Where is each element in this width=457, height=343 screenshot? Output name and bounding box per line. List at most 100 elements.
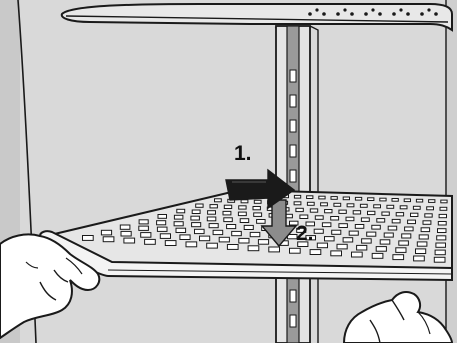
shelf-hole xyxy=(439,214,446,217)
shelf-hole xyxy=(434,257,445,262)
shelf-hole xyxy=(343,197,349,200)
shelf-hole xyxy=(436,243,446,247)
shelf-hole xyxy=(207,217,216,221)
shelf-hole xyxy=(331,217,339,221)
shelf-hole xyxy=(404,199,410,202)
shelf-hole xyxy=(368,211,375,214)
shelf-hole xyxy=(367,232,376,236)
shelf-hole xyxy=(223,211,231,215)
shelf-hole xyxy=(361,218,369,222)
shelf-hole xyxy=(257,220,266,224)
shelf-hole xyxy=(310,209,317,212)
shelf-hole xyxy=(322,223,331,227)
shelf-hole xyxy=(238,212,246,216)
shelf-hole xyxy=(411,213,418,216)
shelf-hole xyxy=(399,241,409,245)
shelf-hole xyxy=(339,224,348,228)
step-2-label: 2. xyxy=(296,222,314,245)
shelf-hole xyxy=(374,205,381,208)
shelf-hole xyxy=(372,253,383,258)
shelf-hole xyxy=(400,206,407,209)
shelf-hole xyxy=(380,198,386,201)
shelf-hole xyxy=(368,198,374,201)
shelf-hole xyxy=(157,227,167,231)
shelf-hole xyxy=(239,238,249,243)
shelf-hole xyxy=(331,251,342,256)
shelf-hole xyxy=(360,204,367,207)
shelf-hole xyxy=(254,213,262,217)
shelf-hole xyxy=(339,210,346,213)
shelf-hole xyxy=(416,249,426,254)
shelf-hole xyxy=(307,202,314,205)
shelf-hole xyxy=(440,207,447,210)
shelf-hole xyxy=(362,239,372,243)
shelf-hole xyxy=(343,238,353,242)
shelf-hole xyxy=(396,213,403,216)
shelf-hole xyxy=(435,250,445,255)
shelf-hole xyxy=(438,222,446,226)
shelf-hole xyxy=(346,217,354,221)
shelf-hole xyxy=(429,200,435,203)
shelf-hole xyxy=(347,204,354,207)
shelf-hole xyxy=(355,197,361,200)
shelf-hole xyxy=(325,210,332,213)
shelf-hole xyxy=(139,226,149,230)
shelf-hole xyxy=(376,247,386,252)
shelf-hole xyxy=(337,244,347,249)
shelf-hole xyxy=(332,230,341,234)
shelf-hole xyxy=(232,231,242,235)
shelf-hole xyxy=(248,246,259,251)
shelf-hole xyxy=(372,225,381,229)
shelf-hole xyxy=(317,243,327,248)
shelf-hole xyxy=(441,200,447,203)
shelf-hole xyxy=(157,221,166,225)
shelf-hole xyxy=(224,218,233,222)
shelf-hole xyxy=(382,212,389,215)
shelf-hole xyxy=(334,203,341,206)
shelf-hole xyxy=(380,240,390,244)
shelf-hole xyxy=(294,202,301,205)
shelf-hole xyxy=(310,250,321,255)
shelf-hole xyxy=(325,237,335,241)
shelf-hole xyxy=(141,233,151,238)
shelf-hole xyxy=(319,196,325,199)
shelf-hole xyxy=(240,219,249,223)
shelf-hole xyxy=(393,255,404,260)
shelf-hole xyxy=(224,205,231,208)
shelf-hole xyxy=(120,225,130,229)
shelf-hole xyxy=(83,236,94,241)
shelf-hole xyxy=(177,209,185,213)
shelf-hole xyxy=(423,221,431,225)
shelf-hole xyxy=(196,204,203,207)
shelf-hole xyxy=(253,207,260,210)
shelf-hole xyxy=(294,195,300,198)
shelf-hole xyxy=(241,200,248,203)
shelf-hole xyxy=(353,211,360,214)
shelf-hole xyxy=(239,206,246,209)
shelf-hole xyxy=(425,214,432,217)
shelf-hole xyxy=(427,207,434,210)
shelf-hole xyxy=(250,232,260,236)
shelf-hole xyxy=(331,197,337,200)
shelf-hole xyxy=(355,225,364,229)
shelf-hole xyxy=(158,215,167,219)
shelf-hole xyxy=(269,247,280,252)
shelf-hole xyxy=(314,229,323,233)
shelf-hole xyxy=(290,248,301,253)
shelf-hole xyxy=(244,225,253,229)
shelf-hole xyxy=(139,220,148,224)
shelf-hole xyxy=(417,242,427,246)
shelf-hole xyxy=(419,235,428,239)
shelf-hole xyxy=(258,240,268,245)
shelf-hole xyxy=(101,230,111,235)
shelf-hole xyxy=(402,234,411,238)
shelf-hole xyxy=(165,241,176,246)
shelf-hole xyxy=(176,228,186,232)
shelf-hole xyxy=(377,219,385,223)
shelf-hole xyxy=(421,228,430,232)
shelf-hole xyxy=(195,229,205,233)
shelf-hole xyxy=(213,230,223,234)
shelf-hole xyxy=(160,234,170,239)
shelf-hole xyxy=(227,245,238,250)
shelf-hole xyxy=(387,205,394,208)
